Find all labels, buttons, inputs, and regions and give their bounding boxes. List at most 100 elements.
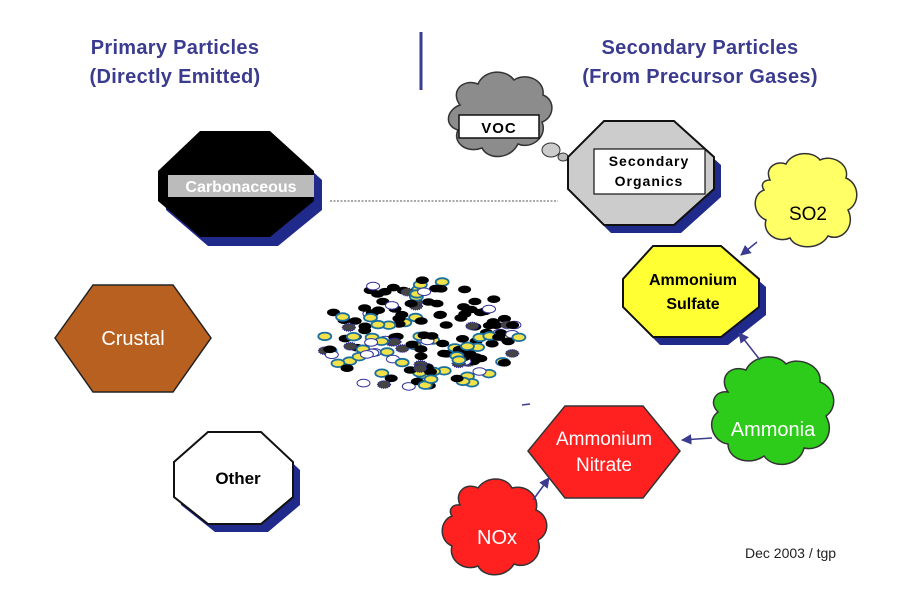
particle [434,277,450,287]
particle [348,317,362,325]
particle [395,310,409,319]
ammonia-to-sulfate-arrow [738,332,761,361]
particle [386,283,400,292]
particle [482,304,496,314]
particle [404,299,418,308]
particle [472,367,487,376]
crustal-label: Crustal [101,328,164,350]
particle [468,297,482,306]
particle [433,310,447,319]
particle [451,355,467,365]
particle [335,312,351,322]
secondary-organics-octagon: Secondary Organics [567,120,721,233]
so2-cloud: SO2 [754,152,858,248]
ammonium-sulfate-line2: Sulfate [666,296,719,313]
particle [330,358,346,368]
particle [485,339,499,348]
particle [376,380,392,389]
particle [450,374,464,383]
primary-particles-header: Primary Particles (Directly Emitted) [55,34,295,92]
carbonaceous-label: Carbonaceous [185,179,296,196]
particle [414,345,428,353]
particle [429,284,443,293]
particle [363,313,378,323]
ammonium-sulfate-octagon: Ammonium Sulfate [622,245,766,345]
particle [370,319,386,330]
particle [366,281,381,291]
particle [487,295,501,304]
particle [492,333,506,341]
particle [465,321,480,331]
particle [437,349,451,358]
so2-to-sulfate-arrow [740,241,758,256]
particle [317,331,333,342]
particle [439,321,453,329]
other-octagon: Other [173,431,300,532]
particle [417,287,432,297]
particle [394,357,410,368]
particle [415,276,429,285]
particle [387,337,402,347]
particle [374,368,390,378]
particle [511,332,527,342]
particle [359,350,374,359]
particle [458,310,472,318]
ammonia-label: Ammonia [731,419,816,441]
particle [486,318,500,326]
ammonium-sulfate-line1: Ammonium [649,272,737,289]
nox-label: NOx [477,527,517,549]
carbonaceous-octagon: Carbonaceous [158,131,322,246]
secondary-organics-line2: Organics [615,173,684,189]
particle [457,303,471,311]
so2-label: SO2 [789,204,827,225]
secondary-organics-line1: Secondary [609,153,690,169]
ammonium-nitrate-hexagon: Ammonium Nitrate [527,405,681,499]
particle [472,354,486,363]
particle [436,339,450,348]
particle [364,338,379,347]
particle [497,359,511,367]
crustal-hexagon: Crustal [54,284,212,393]
particle [341,323,356,332]
particle [384,301,399,310]
particle [414,317,428,325]
particle [423,374,439,384]
particle-cluster [317,276,527,391]
particle [506,321,520,329]
particle [340,364,354,373]
particle [456,335,469,343]
ammonium-nitrate-line2: Nitrate [576,455,632,476]
ammonia-cloud: Ammonia [710,356,835,466]
voc-label: VOC [481,120,517,137]
particle [371,290,385,298]
particle [498,314,511,323]
secondary-header-line1: Secondary Particles [601,37,799,59]
particle [343,341,358,351]
particle [379,347,395,357]
nox-to-nitrate-arrow [532,477,550,501]
particle [401,382,416,391]
particle [414,352,428,361]
ammonium-nitrate-line1: Ammonium [556,429,652,450]
particle [405,340,419,349]
particle [501,337,515,346]
particle [458,285,472,294]
particle [505,349,520,358]
particle [413,364,428,373]
particle [356,378,371,388]
footer-credit: Dec 2003 / tgp [745,545,837,561]
secondary-particles-header: Secondary Particles (From Precursor Gase… [555,34,845,92]
primary-header-line1: Primary Particles [90,37,260,59]
particle [417,331,431,340]
small-tick [521,403,531,406]
particle [430,299,444,308]
particle [384,374,398,383]
particle [372,306,385,315]
particle [460,341,475,351]
particle [358,326,372,335]
particle [358,304,372,312]
ammonia-to-nitrate-arrow [680,434,713,445]
voc-cloud: VOC [447,71,574,163]
secondary-header-line2: (From Precursor Gases) [582,66,818,88]
